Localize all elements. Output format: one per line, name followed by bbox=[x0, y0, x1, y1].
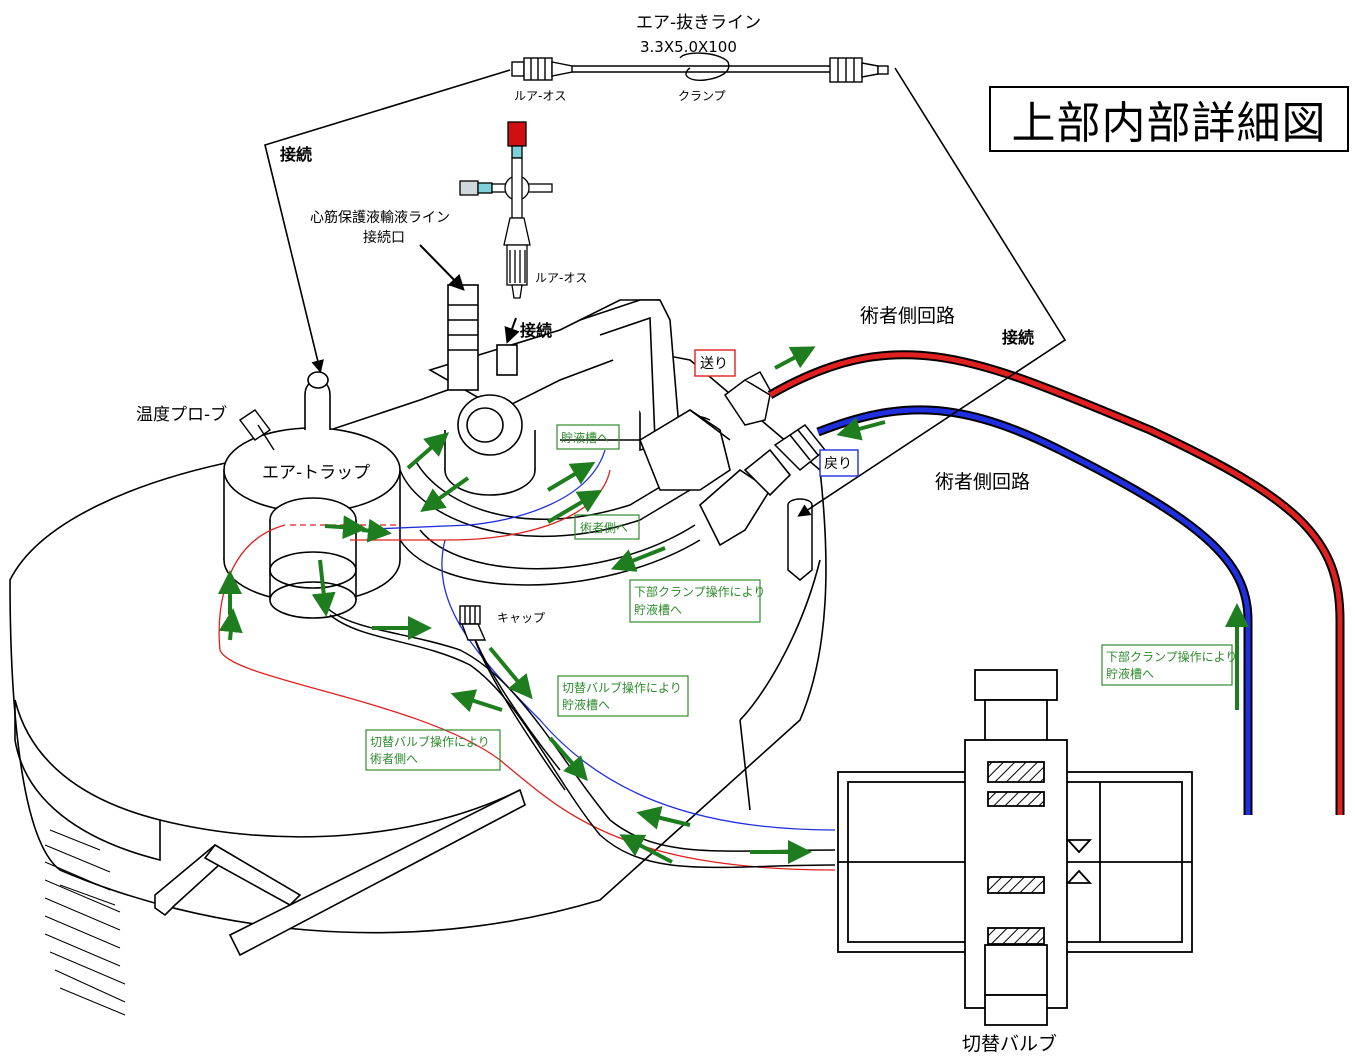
connect-left-label: 接続 bbox=[280, 145, 312, 164]
note-switch-surgeon-2: 術者側へ bbox=[370, 752, 418, 766]
reservoir-body bbox=[9, 352, 827, 934]
air-vent-spec-label: 3.3X5.0X100 bbox=[640, 38, 737, 56]
note-lower-clamp-1: 下部クランプ操作により bbox=[634, 584, 765, 599]
note-lower-clamp-2: 貯液槽へ bbox=[634, 602, 682, 617]
note-to-reservoir: 貯液槽へ bbox=[561, 430, 609, 445]
temp-probe bbox=[238, 409, 275, 451]
shading-lines bbox=[44, 829, 126, 1016]
note-switch-reservoir-2: 貯液槽へ bbox=[562, 697, 610, 712]
surgeon-circuit-bottom-label: 術者側回路 bbox=[935, 471, 1030, 493]
note-switch-reservoir-1: 切替バルブ操作により bbox=[562, 680, 682, 695]
note-to-surgeon: 術者側へ bbox=[580, 521, 628, 535]
send-label: 送り bbox=[700, 356, 728, 372]
air-vent-line bbox=[511, 52, 889, 83]
pointer-arrows bbox=[419, 244, 520, 344]
switch-valve bbox=[837, 669, 1193, 1026]
air-vent-line-label: エア-抜きライン bbox=[636, 13, 761, 33]
connect-center-label: 接続 bbox=[520, 321, 552, 340]
air-trap bbox=[223, 371, 401, 619]
luer-male-left-label: ルア-オス bbox=[514, 89, 566, 103]
cardioplegia-line-label: 心筋保護液輸液ライン bbox=[310, 209, 450, 226]
send-line-red bbox=[767, 350, 1345, 815]
stopcock bbox=[459, 121, 553, 299]
flow-arrows bbox=[218, 346, 1249, 864]
return-label: 戻り bbox=[824, 456, 852, 472]
flow-note-boxes bbox=[365, 424, 1233, 771]
connection-port-label: 接続口 bbox=[363, 229, 405, 246]
connector-hub bbox=[639, 409, 792, 547]
temp-probe-label: 温度プロ-ブ bbox=[136, 404, 227, 425]
air-trap-label: エア-トラップ bbox=[262, 463, 370, 483]
return-connector bbox=[773, 423, 827, 472]
send-connector bbox=[723, 370, 771, 426]
return-line-blue bbox=[816, 405, 1253, 815]
labels: エア-抜きライン 3.3X5.0X100 ルア-オス クランプ 接続 心筋保護液… bbox=[136, 13, 1057, 1055]
surgeon-circuit-top-label: 術者側回路 bbox=[860, 305, 955, 327]
luer-male-center-label: ルア-オス bbox=[535, 271, 587, 285]
note-lower-clamp-right-1: 下部クランプ操作により bbox=[1106, 649, 1237, 664]
note-switch-surgeon-1: 切替バルブ操作により bbox=[370, 734, 490, 749]
outlet-pipe bbox=[787, 498, 813, 581]
switch-valve-label: 切替バルブ bbox=[962, 1032, 1057, 1055]
tube-loop bbox=[399, 415, 711, 586]
connection-lines bbox=[264, 67, 1067, 517]
cardioplegia-port bbox=[447, 284, 518, 391]
mounting-bracket bbox=[154, 788, 526, 957]
clamp-label: クランプ bbox=[678, 89, 726, 103]
connect-right-label: 接続 bbox=[1002, 328, 1034, 347]
cap bbox=[459, 605, 487, 641]
send-return-boxes bbox=[694, 349, 859, 477]
cap-label: キャップ bbox=[497, 611, 545, 625]
diagram-title: 上部内部詳細図 bbox=[989, 86, 1349, 152]
note-lower-clamp-right-2: 貯液槽へ bbox=[1106, 666, 1154, 681]
flow-note-texts: 貯液槽へ 術者側へ 下部クランプ操作により 貯液槽へ 切替バルブ操作により 貯液… bbox=[370, 430, 1237, 766]
pump-head bbox=[444, 394, 536, 496]
